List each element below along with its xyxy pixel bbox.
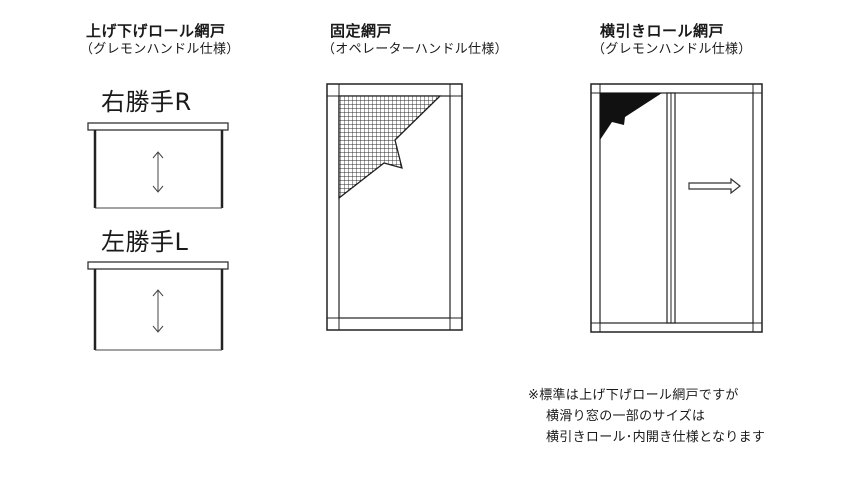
roll-screen-subtitle: （グレモンハンドル仕様） — [80, 42, 240, 57]
sliding-screen-figure — [590, 83, 763, 333]
roll-screen-title: 上げ下げロール網戸 — [86, 22, 226, 40]
roll-screen-left-figure — [87, 261, 229, 351]
up-down-arrow-icon — [152, 151, 164, 193]
fixed-screen-figure — [326, 83, 463, 331]
fixed-screen-subtitle: （オペレーターハンドル仕様） — [322, 42, 508, 57]
up-down-arrow-icon — [152, 289, 164, 333]
note-line-3: 横引きロール･内開き仕様となります — [546, 430, 766, 445]
note-line-2: 横滑り窓の一部のサイズは — [546, 409, 706, 424]
sliding-screen-title: 横引きロール網戸 — [600, 22, 725, 40]
left-hand-label: 左勝手L — [101, 228, 189, 256]
mesh-screen-cutaway — [338, 95, 442, 200]
right-hand-label: 右勝手R — [101, 88, 192, 116]
sliding-screen-subtitle: （グレモンハンドル仕様） — [592, 42, 752, 57]
fixed-screen-title: 固定網戸 — [330, 22, 393, 40]
note-line-1: ※標準は上げ下げロール網戸ですが — [528, 388, 739, 403]
screen-cutaway-corner — [600, 93, 662, 140]
right-arrow-icon — [688, 177, 741, 195]
roll-screen-right-figure — [87, 122, 229, 209]
